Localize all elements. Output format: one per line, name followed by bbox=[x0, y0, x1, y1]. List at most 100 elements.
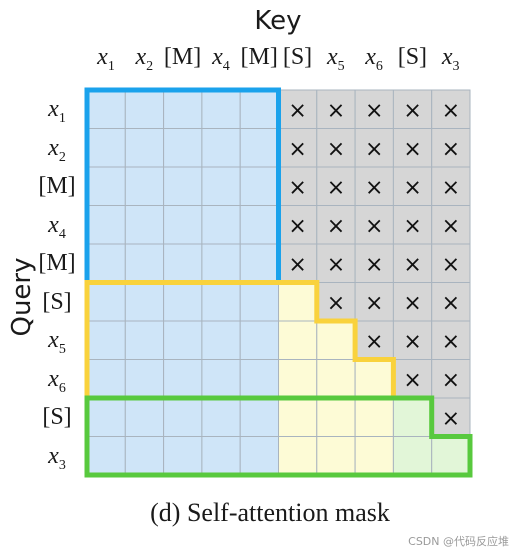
mask-x-icon: × bbox=[442, 329, 460, 354]
masked-cell bbox=[278, 89, 318, 129]
visible-cell-span bbox=[316, 436, 356, 476]
figure-caption: (d) Self-attention mask bbox=[150, 498, 390, 527]
label-text: [S] bbox=[42, 288, 72, 315]
column-label: [M] bbox=[240, 44, 278, 71]
label-subscript: 1 bbox=[107, 58, 115, 74]
mask-x-icon: × bbox=[442, 175, 460, 200]
visible-cell-context bbox=[86, 128, 126, 168]
masked-cell bbox=[354, 320, 394, 360]
mask-x-icon: × bbox=[327, 291, 345, 316]
masked-cell bbox=[316, 128, 356, 168]
target-region-border bbox=[84, 395, 473, 478]
masked-cell bbox=[431, 243, 471, 283]
visible-cell-span bbox=[354, 436, 394, 476]
watermark: CSDN @代码反应堆 bbox=[408, 535, 509, 548]
visible-cell-context bbox=[239, 243, 279, 283]
mask-x-icon: × bbox=[403, 368, 421, 393]
visible-cell-context bbox=[239, 397, 279, 437]
column-label: x1 bbox=[87, 44, 125, 75]
mask-x-icon: × bbox=[403, 137, 421, 162]
label-base: x bbox=[48, 211, 59, 238]
label-base: x bbox=[326, 44, 338, 70]
label-subscript: 5 bbox=[337, 58, 345, 74]
visible-cell-context bbox=[201, 243, 241, 283]
label-base: x bbox=[48, 134, 59, 161]
label-text: [S] bbox=[282, 44, 313, 70]
row-label: [S] bbox=[34, 398, 80, 436]
mask-x-icon: × bbox=[365, 175, 383, 200]
visible-cell-context bbox=[163, 128, 203, 168]
mask-x-icon: × bbox=[442, 291, 460, 316]
mask-x-icon: × bbox=[442, 406, 460, 431]
visible-cell-span bbox=[278, 282, 318, 322]
masked-cell bbox=[316, 89, 356, 129]
visible-cell-context bbox=[124, 436, 165, 476]
visible-cell-context bbox=[124, 205, 165, 245]
mask-x-icon: × bbox=[442, 368, 460, 393]
row-label: [S] bbox=[34, 283, 80, 321]
visible-cell-context bbox=[124, 397, 165, 437]
label-text: [M] bbox=[38, 250, 76, 276]
mask-x-icon: × bbox=[365, 98, 383, 123]
visible-cell-context bbox=[124, 166, 165, 206]
visible-cell-context bbox=[239, 166, 279, 206]
mask-x-icon: × bbox=[442, 98, 460, 123]
visible-cell-context bbox=[86, 397, 126, 437]
visible-cell-context bbox=[201, 397, 241, 437]
visible-cell-target bbox=[392, 397, 433, 437]
visible-cell-context bbox=[239, 359, 279, 399]
masked-cell bbox=[392, 128, 433, 168]
visible-cell-context bbox=[201, 89, 241, 129]
label-subscript: 4 bbox=[222, 58, 230, 74]
masked-cell bbox=[431, 128, 471, 168]
visible-cell-target bbox=[431, 436, 471, 476]
mask-x-icon: × bbox=[442, 214, 460, 239]
visible-cell-context bbox=[124, 359, 165, 399]
column-label: x6 bbox=[355, 44, 393, 75]
mask-x-icon: × bbox=[327, 98, 345, 123]
masked-cell bbox=[354, 89, 394, 129]
visible-cell-span bbox=[354, 359, 394, 399]
mask-x-icon: × bbox=[365, 214, 383, 239]
mask-x-icon: × bbox=[327, 137, 345, 162]
visible-cell-span bbox=[316, 320, 356, 360]
visible-cell-context bbox=[124, 89, 165, 129]
masked-cell bbox=[431, 205, 471, 245]
mask-x-icon: × bbox=[403, 214, 421, 239]
column-label: x5 bbox=[317, 44, 355, 75]
masked-cell bbox=[431, 89, 471, 129]
label-base: x bbox=[441, 44, 453, 70]
row-label: x1 bbox=[34, 90, 80, 138]
visible-cell-span bbox=[278, 320, 318, 360]
masked-cell bbox=[316, 282, 356, 322]
label-subscript: 6 bbox=[375, 58, 383, 74]
visible-cell-span bbox=[278, 436, 318, 476]
visible-cell-context bbox=[201, 282, 241, 322]
visible-cell-context bbox=[163, 359, 203, 399]
row-label: [M] bbox=[34, 167, 80, 205]
column-label: [S] bbox=[279, 44, 317, 71]
masked-cell bbox=[278, 166, 318, 206]
label-text: [M] bbox=[240, 44, 278, 70]
column-label: x2 bbox=[125, 44, 163, 75]
label-text: [S] bbox=[397, 44, 428, 70]
visible-cell-context bbox=[163, 166, 203, 206]
visible-cell-context bbox=[163, 282, 203, 322]
visible-cell-context bbox=[124, 282, 165, 322]
visible-cell-context bbox=[201, 436, 241, 476]
masked-cell bbox=[392, 282, 433, 322]
visible-cell-context bbox=[201, 320, 241, 360]
mask-x-icon: × bbox=[365, 252, 383, 277]
visible-cell-context bbox=[163, 205, 203, 245]
visible-cell-context bbox=[163, 243, 203, 283]
mask-x-icon: × bbox=[442, 137, 460, 162]
column-label: x3 bbox=[432, 44, 470, 75]
visible-cell-context bbox=[239, 89, 279, 129]
row-label: x2 bbox=[34, 129, 80, 177]
row-label: [M] bbox=[34, 244, 80, 282]
mask-x-icon: × bbox=[403, 329, 421, 354]
masked-cell bbox=[431, 282, 471, 322]
masked-cell bbox=[354, 282, 394, 322]
mask-x-icon: × bbox=[365, 329, 383, 354]
